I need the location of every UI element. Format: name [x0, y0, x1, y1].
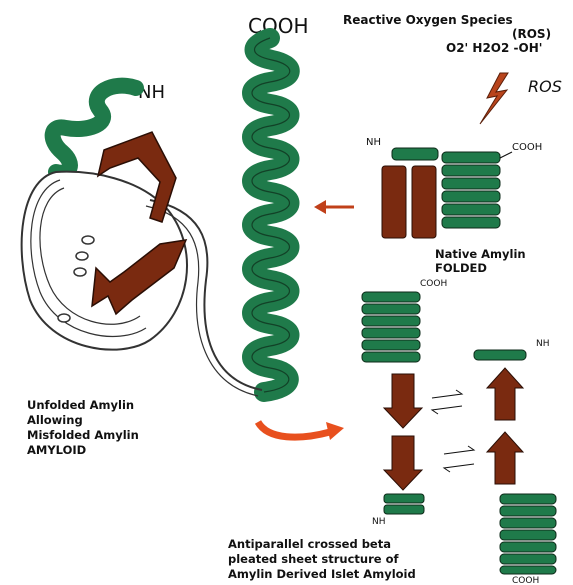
- ros-abbrev: (ROS): [512, 27, 551, 41]
- stack-left-nh-label: NH: [372, 517, 386, 527]
- unfolded-line4: AMYLOID: [27, 443, 86, 457]
- caption-line3: Amylin Derived Islet Amyloid: [228, 567, 416, 581]
- caption-line1: Antiparallel crossed beta: [228, 537, 391, 551]
- stack-right-cooh-label: COOH: [512, 576, 539, 585]
- ros-title: Reactive Oxygen Species: [343, 13, 513, 27]
- native-cooh-label: COOH: [512, 142, 542, 153]
- native-line2: FOLDED: [435, 261, 487, 275]
- unfolded-line2: Allowing: [27, 413, 83, 427]
- ros-species: O2' H2O2 -OH': [446, 41, 542, 55]
- native-nh-label: NH: [366, 137, 381, 148]
- amyloid-stack-left: [362, 292, 424, 514]
- equilibrium-arrows: [432, 390, 474, 472]
- central-helix: [252, 38, 290, 392]
- unfolded-line3: Misfolded Amylin: [27, 428, 139, 442]
- native-line1: Native Amylin: [435, 247, 526, 261]
- caption-line2: pleated sheet structure of: [228, 552, 398, 566]
- stack-right-nh-label: NH: [536, 339, 550, 349]
- amyloid-stack-right: [474, 350, 556, 574]
- lightning-icon: [480, 73, 508, 124]
- unfolded-line1: Unfolded Amylin: [27, 398, 134, 412]
- unfolded-amylin: [22, 86, 262, 396]
- stack-left-cooh-label: COOH: [420, 279, 447, 289]
- ros-tag: ROS: [528, 77, 562, 96]
- curved-arrow-to-amyloid: [258, 422, 344, 440]
- native-amylin: [382, 148, 512, 238]
- arrow-to-native: [314, 200, 354, 214]
